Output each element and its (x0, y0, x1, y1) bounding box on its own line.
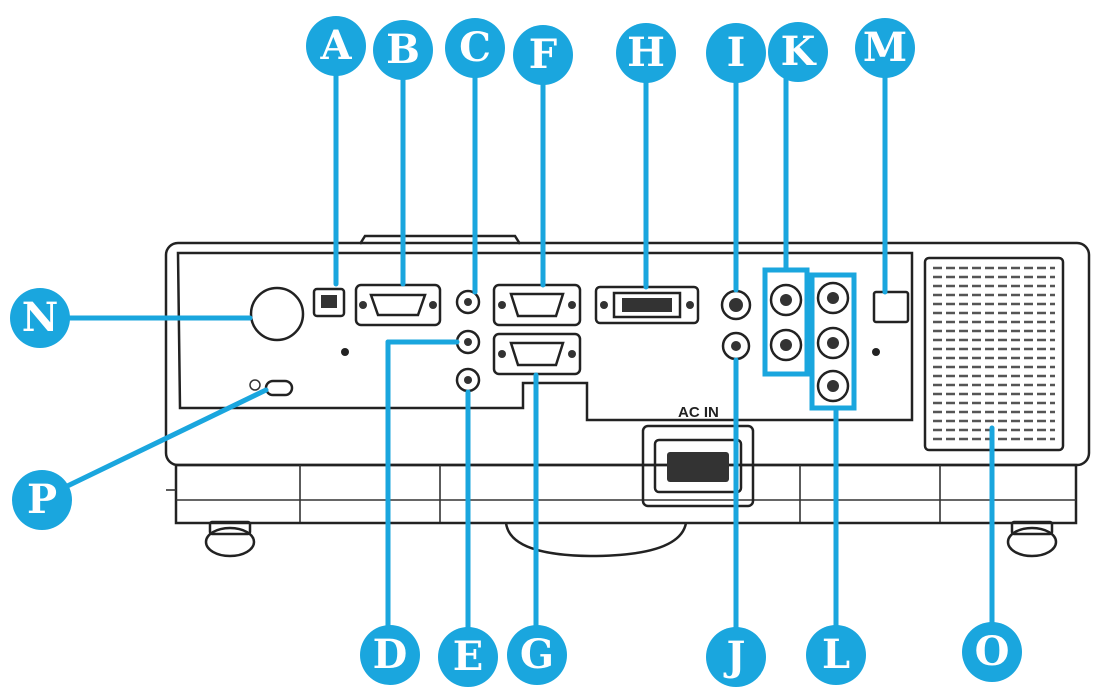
component-rca-3 (816, 369, 850, 403)
callout-i: I (706, 23, 766, 83)
component-rca-1 (816, 281, 850, 315)
projector-base (174, 463, 1078, 525)
callout-k: K (768, 22, 828, 82)
callout-f: F (513, 25, 573, 85)
callout-p: P (12, 470, 72, 530)
audio-rca-bottom (769, 328, 803, 362)
component-box (809, 272, 857, 411)
callout-c: C (445, 18, 505, 78)
composite-video-port (721, 331, 751, 361)
callout-e: E (438, 627, 498, 687)
audio-jack-d (455, 329, 481, 355)
ac-inlet (641, 424, 755, 508)
audio-jack-e (455, 367, 481, 393)
audio-jack-c (455, 289, 481, 315)
callout-j: J (706, 627, 766, 687)
component-rca-2 (816, 326, 850, 360)
dvi-port (594, 285, 700, 325)
usb-port (312, 287, 346, 318)
right-foot (1006, 520, 1058, 558)
callout-d: D (360, 625, 420, 685)
port-panel (176, 251, 914, 422)
serial-port (354, 283, 442, 327)
vga-output (492, 332, 582, 376)
s-video-port (720, 289, 752, 321)
callout-g: G (507, 625, 567, 685)
audio-rca-top (769, 283, 803, 317)
callout-lines (52, 57, 995, 663)
ventilation-grille (923, 256, 1065, 452)
callout-m: M (855, 18, 915, 78)
vga-input (492, 283, 582, 327)
ir-receiver (249, 286, 305, 342)
lan-port (872, 290, 910, 324)
ac-in-label: AC IN (678, 404, 719, 421)
bottom-lens (504, 522, 688, 558)
callout-o: O (962, 622, 1022, 682)
callout-n: N (10, 288, 70, 348)
callout-a: A (306, 16, 366, 76)
callout-l: L (806, 625, 866, 685)
left-foot (204, 520, 256, 558)
callout-b: B (373, 20, 433, 80)
callout-h: H (616, 23, 676, 83)
top-lens-hood (358, 234, 522, 245)
